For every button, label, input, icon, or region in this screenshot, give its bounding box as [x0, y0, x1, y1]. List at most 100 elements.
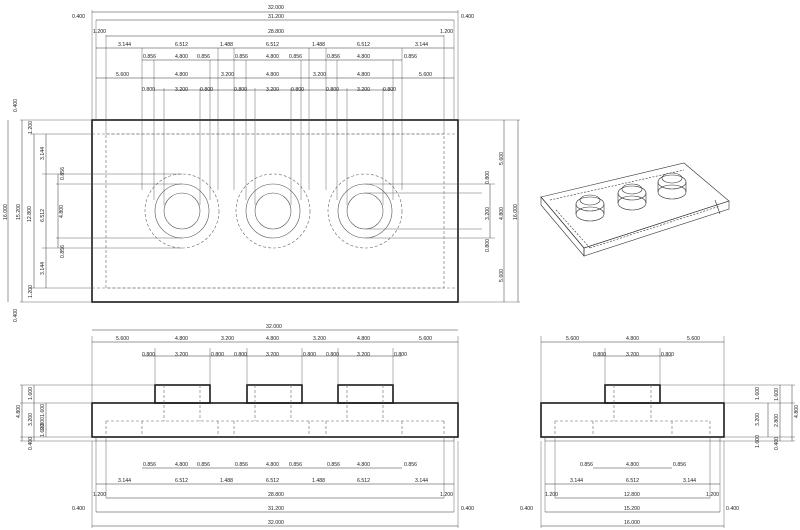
dim-pl-inner: 15.200: [16, 204, 22, 220]
dim-fb1-6: 0.856: [327, 462, 340, 468]
dim-pl-1: 3.144: [40, 147, 46, 160]
dim-sb3-1: 12.800: [624, 492, 640, 498]
dim-r7-2: 0.800: [200, 87, 213, 93]
dim-fb1-0: 0.856: [143, 462, 156, 468]
dim-ft2-0: 0.800: [142, 352, 155, 358]
dim-sb1-2: 0.856: [673, 462, 686, 468]
dim-outer-margin-left: 0.400: [72, 14, 85, 20]
dim-r7-7: 3.200: [357, 87, 370, 93]
dim-pr-2: 3.200: [485, 207, 491, 220]
dim-wall-left: 1.200: [93, 29, 106, 35]
dim-ft2-3: 0.800: [234, 352, 247, 358]
dim-pl-4: 4.800: [59, 205, 65, 218]
dim-fb4-2: 0.400: [461, 506, 474, 512]
dim-fb1-2: 0.856: [197, 462, 210, 468]
dim-st2-1: 3.200: [626, 352, 639, 358]
dim-pl-r12800: 12.800: [27, 206, 33, 222]
isometric-view: [540, 162, 730, 257]
plan-hidden-cavity: [105, 133, 445, 289]
dim-pl-total: 16.000: [3, 204, 9, 220]
plan-outline: [91, 119, 459, 303]
dim-r5-1: 4.800: [175, 54, 188, 60]
dim-r5-0: 0.856: [143, 54, 156, 60]
side-view: 5.600 4.800 5.600 0.800 3.200 0.800 1.60…: [520, 336, 800, 528]
dim-ft2-4: 3.200: [266, 352, 279, 358]
dim-r7-5: 0.800: [291, 87, 304, 93]
dim-ft2-6: 0.800: [326, 352, 339, 358]
dim-r4-3: 6.512: [266, 42, 279, 48]
dim-pr-4: 0.800: [485, 239, 491, 252]
dim-pl-2: 0.856: [60, 167, 66, 180]
dim-st2-2: 0.800: [661, 352, 674, 358]
dim-fb3-1: 28.800: [268, 492, 284, 498]
dim-st2-0: 0.800: [593, 352, 606, 358]
dim-fb1-5: 0.856: [289, 462, 302, 468]
dim-sb4-0: 0.400: [520, 506, 533, 512]
dim-fl-3: 1.600: [40, 404, 46, 417]
side-body: [540, 402, 725, 438]
plan-stud-3: [327, 173, 403, 249]
dim-fb3-0: 1.200: [93, 492, 106, 498]
dim-r5-2: 0.856: [197, 54, 210, 60]
dim-ft2-1: 3.200: [175, 352, 188, 358]
front-stud-3: [337, 384, 394, 404]
dim-fb2-0: 3.144: [118, 478, 131, 484]
dim-ft-4: 3.200: [313, 336, 326, 342]
dim-fb3-2: 1.200: [440, 492, 453, 498]
dim-pl-outer-top: 0.400: [13, 99, 19, 112]
dim-fl-mid: 2.800: [40, 417, 46, 430]
dim-fb4-1: 31.200: [268, 506, 284, 512]
dim-sb1-1: 4.800: [626, 462, 639, 468]
dim-r6-3: 4.800: [266, 72, 279, 78]
dim-st-1: 4.800: [626, 336, 639, 342]
dim-pr-0: 5.600: [499, 152, 505, 165]
dim-r6-2: 3.200: [221, 72, 234, 78]
plan-stud-2: [235, 173, 311, 249]
dim-r4-6: 3.144: [415, 42, 428, 48]
dim-sr-0: 1.600: [755, 387, 761, 400]
dim-inner-void: 28.800: [268, 29, 284, 35]
dim-fb1-3: 0.856: [235, 462, 248, 468]
dim-r5-6: 0.856: [327, 54, 340, 60]
dim-fl-4: 1.600: [40, 424, 46, 437]
dim-fb4-0: 0.400: [72, 506, 85, 512]
dim-sb2-2: 3.144: [683, 478, 696, 484]
dim-st-2: 5.600: [687, 336, 700, 342]
dim-ft-2: 3.200: [221, 336, 234, 342]
dim-ft-3: 4.800: [266, 336, 279, 342]
dim-fl-0: 4.800: [16, 405, 22, 418]
dim-ft2-5: 0.800: [303, 352, 316, 358]
dim-r6-0: 5.600: [116, 72, 129, 78]
dim-ft-0: 5.600: [116, 336, 129, 342]
dim-fb1-8: 0.856: [404, 462, 417, 468]
dim-sr-3: 1.600: [774, 388, 780, 401]
dim-r6-4: 3.200: [313, 72, 326, 78]
dim-pr-1: 0.800: [485, 171, 491, 184]
dim-sr-5: 0.400: [774, 437, 780, 450]
dim-r7-1: 3.200: [175, 87, 188, 93]
dim-sb1-0: 0.856: [580, 462, 593, 468]
dim-r7-0: 0.800: [142, 87, 155, 93]
dim-fb2-5: 6.512: [357, 478, 370, 484]
dim-sb5: 16.000: [624, 520, 640, 526]
dim-r4-5: 6.512: [357, 42, 370, 48]
dim-sb2-0: 3.144: [570, 478, 583, 484]
dim-r7-3: 0.800: [234, 87, 247, 93]
dim-pl-3: 6.512: [40, 209, 46, 222]
dim-pl-5: 0.856: [60, 245, 66, 258]
dim-pr-5: 5.600: [499, 269, 505, 282]
dim-pl-7: 1.200: [28, 285, 34, 298]
dim-ft-1: 4.800: [175, 336, 188, 342]
dim-st-0: 5.600: [566, 336, 579, 342]
dim-sb4-2: 0.400: [726, 506, 739, 512]
dim-fb2-6: 3.144: [415, 478, 428, 484]
dim-r5-7: 4.800: [357, 54, 370, 60]
dim-r4-4: 1.488: [312, 42, 325, 48]
dim-r7-8: 0.800: [383, 87, 396, 93]
side-stud: [604, 384, 661, 404]
dim-r5-8: 0.856: [404, 54, 417, 60]
front-stud-2: [246, 384, 303, 404]
dim-r4-2: 1.488: [220, 42, 233, 48]
dim-ft-5: 4.800: [357, 336, 370, 342]
dim-r4-1: 6.512: [175, 42, 188, 48]
